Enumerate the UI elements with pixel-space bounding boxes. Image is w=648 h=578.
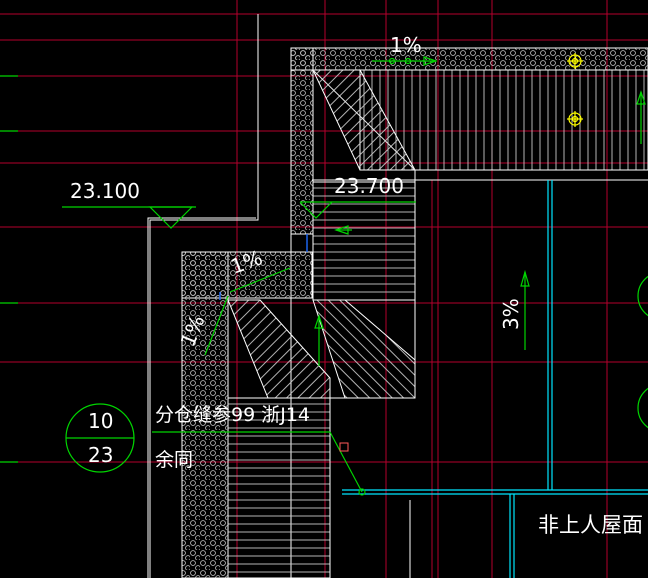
detail-number: 10 xyxy=(88,409,113,433)
slope-label-right: 3% xyxy=(499,298,523,330)
marker-square xyxy=(339,442,349,452)
blue-edges xyxy=(219,234,308,300)
roof-type-label: 非上人屋面 xyxy=(538,513,643,537)
detail-sheet: 23 xyxy=(88,443,113,467)
slope-label-top: 1% xyxy=(390,33,422,57)
elevation-label-left: 23.100 xyxy=(70,179,140,203)
elevation-label-mid: 23.700 xyxy=(334,174,404,198)
parapet-bands xyxy=(181,47,648,578)
note-text-same: 余同 xyxy=(155,449,193,471)
axis-ticks xyxy=(0,75,18,463)
gutters xyxy=(342,180,648,578)
floor-drains xyxy=(567,53,583,127)
annotations xyxy=(62,56,648,496)
note-text: 分仓缝参99 浙J14 xyxy=(155,404,310,426)
roof-hatching xyxy=(227,69,648,578)
